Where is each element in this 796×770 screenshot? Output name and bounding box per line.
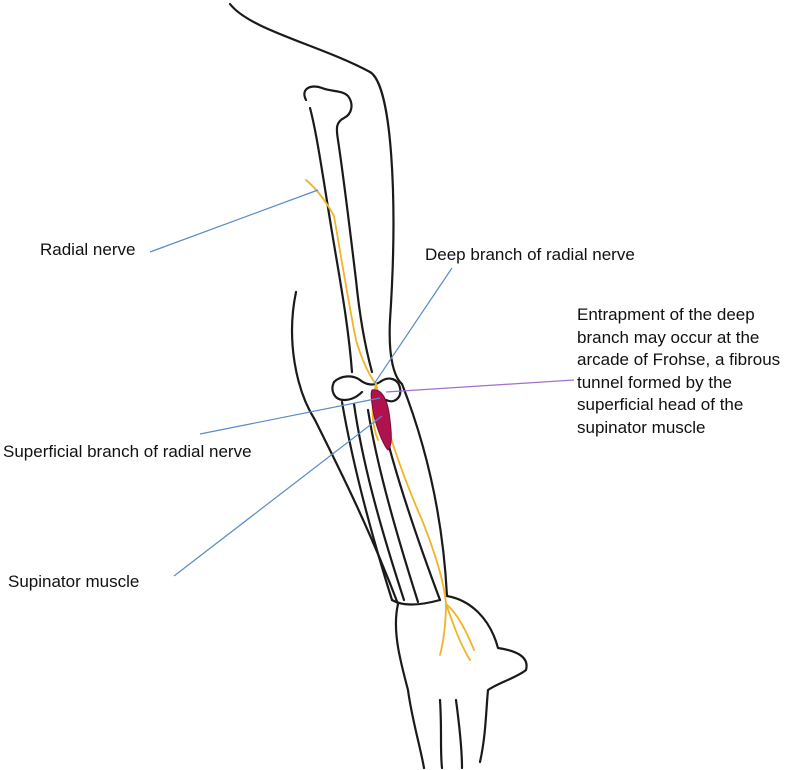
- leader-deep-branch: [373, 267, 453, 385]
- entrapment-line: tunnel formed by the: [577, 372, 732, 392]
- label-deep-branch: Deep branch of radial nerve: [425, 245, 635, 264]
- arm-outline: [228, 2, 528, 770]
- entrapment-line: supinator muscle: [577, 417, 706, 437]
- label-superficial-branch: Superficial branch of radial nerve: [3, 442, 252, 461]
- supinator-muscle-shape: [370, 389, 392, 451]
- radial-nerve-path: [305, 179, 475, 661]
- entrapment-line: superficial head of the: [577, 395, 744, 414]
- bones: [303, 85, 442, 606]
- leader-superficial-branch: [199, 397, 381, 435]
- leader-radial-nerve: [149, 189, 319, 253]
- entrapment-line: arcade of Frohse, a fibrous: [577, 350, 781, 369]
- label-radial-nerve: Radial nerve: [40, 240, 136, 259]
- label-supinator-muscle: Supinator muscle: [8, 572, 140, 591]
- entrapment-line: branch may occur at the: [577, 327, 760, 347]
- label-entrapment-note: Entrapment of the deep branch may occur …: [577, 304, 780, 439]
- leader-supinator-muscle: [173, 415, 383, 577]
- entrapment-line: Entrapment of the deep: [577, 305, 755, 324]
- leader-lines: [149, 189, 453, 577]
- leader-entrapment: [385, 379, 575, 393]
